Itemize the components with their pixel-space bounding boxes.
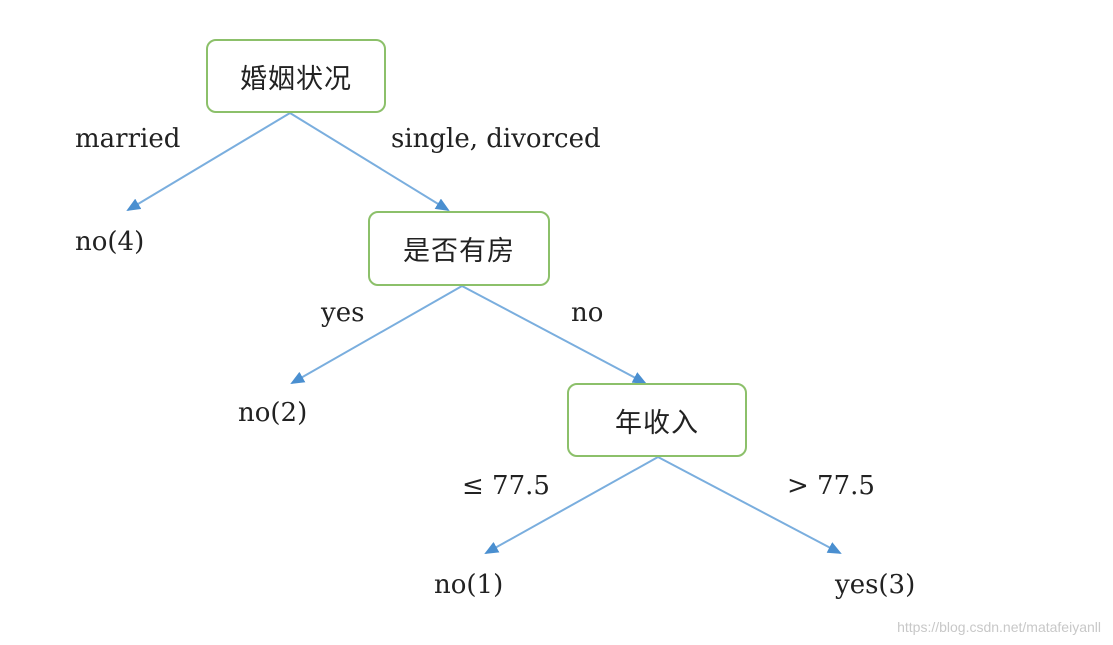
edge-label-le-77-5: ≤ 77.5 bbox=[462, 471, 550, 501]
edge-label-single-divorced: single, divorced bbox=[391, 124, 601, 154]
edge-house-no bbox=[461, 285, 647, 384]
edge-root-single bbox=[289, 112, 450, 212]
node-has-house: 是否有房 bbox=[368, 211, 550, 286]
edge-house-yes bbox=[290, 285, 463, 384]
edge-income-le bbox=[484, 456, 659, 554]
leaf-no-2: no(2) bbox=[238, 398, 308, 428]
edge-label-no: no bbox=[571, 298, 604, 328]
watermark: https://blog.csdn.net/matafeiyanll bbox=[897, 619, 1101, 635]
leaf-no-1: no(1) bbox=[434, 570, 504, 600]
edge-label-married: married bbox=[75, 124, 181, 154]
edge-label-yes: yes bbox=[321, 298, 365, 328]
edge-label-gt-77-5: > 77.5 bbox=[787, 471, 875, 501]
leaf-no-4: no(4) bbox=[75, 227, 145, 257]
edge-income-gt bbox=[657, 456, 842, 554]
node-annual-income: 年收入 bbox=[567, 383, 747, 457]
leaf-yes-3: yes(3) bbox=[835, 570, 916, 600]
edge-root-married bbox=[126, 112, 291, 212]
node-marital-status: 婚姻状况 bbox=[206, 39, 386, 113]
